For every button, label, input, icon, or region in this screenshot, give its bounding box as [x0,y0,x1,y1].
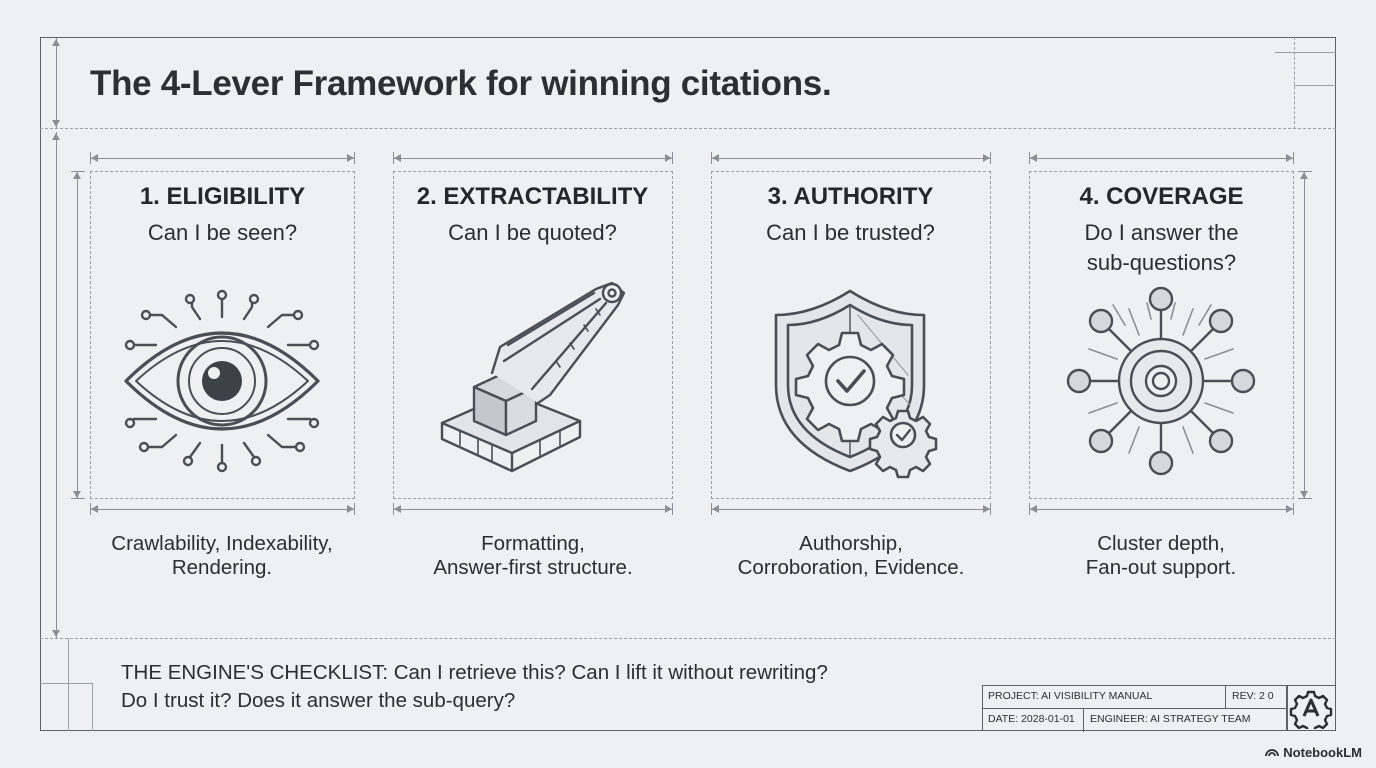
lever-3-desc-line-2: Corroboration, Evidence. [737,556,965,579]
engine-checklist: THE ENGINE'S CHECKLIST: Can I retrieve t… [121,659,901,715]
checklist-line-1: THE ENGINE'S CHECKLIST: Can I retrieve t… [121,661,828,684]
card-2-bottom-dimension [393,503,673,515]
notebooklm-logo-icon [1265,745,1280,760]
blueprint-frame [40,37,1336,731]
project-label: PROJECT: AI VISIBILITY MANUAL [988,690,1153,702]
gear-logo-icon [1289,690,1333,734]
lever-3-title: 3. AUTHORITY [767,183,934,210]
card-height-dimension-right [1298,171,1312,499]
corner-guide-v [68,638,69,731]
header-divider [40,128,1336,129]
revision-label: REV: 2 0 [1232,690,1274,702]
card-3-bottom-dimension [711,503,991,515]
lever-2-title: 2. EXTRACTABILITY [416,183,649,210]
brand-watermark: NotebookLM [1265,745,1362,760]
card-1-top-dimension [90,152,355,164]
corner-guide-h2 [1294,85,1336,86]
card-4-top-dimension [1029,152,1294,164]
lever-4-title: 4. COVERAGE [1079,183,1244,210]
lever-card-coverage [1029,171,1294,499]
lever-3-description: Authorship, Corroboration, Evidence. [701,532,1001,580]
shield-gear-icon [718,275,983,485]
corner-guide-h3 [40,683,92,684]
card-3-top-dimension [711,152,991,164]
engineer-label: ENGINEER: AI STRATEGY TEAM [1090,713,1251,725]
lever-4-question-line-1: Do I answer the [1084,220,1239,245]
lever-card-authority [711,171,991,499]
lever-4-desc-line-2: Fan-out support. [1085,556,1237,579]
lever-4-description: Cluster depth, Fan-out support. [1011,532,1311,580]
lever-1-desc-line-1: Crawlability, Indexability, [111,532,333,555]
checklist-line-2: Do I trust it? Does it answer the sub-qu… [121,689,516,712]
extractor-arm-icon [400,275,665,485]
lever-4-question: Do I answer the sub-questions? [1029,218,1294,278]
lever-card-extractability [393,171,673,499]
card-2-top-dimension [393,152,673,164]
logo-box [1287,685,1336,734]
body-height-dimension [52,132,62,638]
eye-icon [90,275,355,485]
lever-card-eligibility [90,171,355,499]
card-1-bottom-dimension [90,503,355,515]
brand-name: NotebookLM [1283,745,1362,760]
lever-1-desc-line-2: Rendering. [171,556,273,579]
corner-guide-h [1275,52,1336,53]
corner-guide [1294,37,1295,129]
lever-4-desc-line-1: Cluster depth, [1097,532,1225,555]
card-height-dimension-left [71,171,85,499]
lever-1-title: 1. ELIGIBILITY [139,183,306,210]
date-label: DATE: 2028-01-01 [988,713,1075,725]
header-height-dimension [52,38,62,128]
lever-3-desc-line-1: Authorship, [799,532,903,555]
lever-2-question: Can I be quoted? [448,220,617,245]
lever-2-description: Formatting, Answer-first structure. [383,532,683,580]
lever-2-desc-line-2: Answer-first structure. [433,556,633,579]
lever-2-desc-line-1: Formatting, [481,532,585,555]
page-title: The 4-Lever Framework for winning citati… [90,64,832,103]
corner-guide-v2 [92,683,93,731]
card-4-bottom-dimension [1029,503,1294,515]
lever-4-question-line-2: sub-questions? [1086,250,1237,275]
title-block: PROJECT: AI VISIBILITY MANUAL REV: 2 0 D… [982,685,1287,732]
footer-divider [40,638,1336,639]
lever-1-question: Can I be seen? [147,220,298,245]
lever-3-question: Can I be trusted? [766,220,935,245]
lever-1-description: Crawlability, Indexability, Rendering. [72,532,372,580]
hub-network-icon [1029,275,1294,485]
